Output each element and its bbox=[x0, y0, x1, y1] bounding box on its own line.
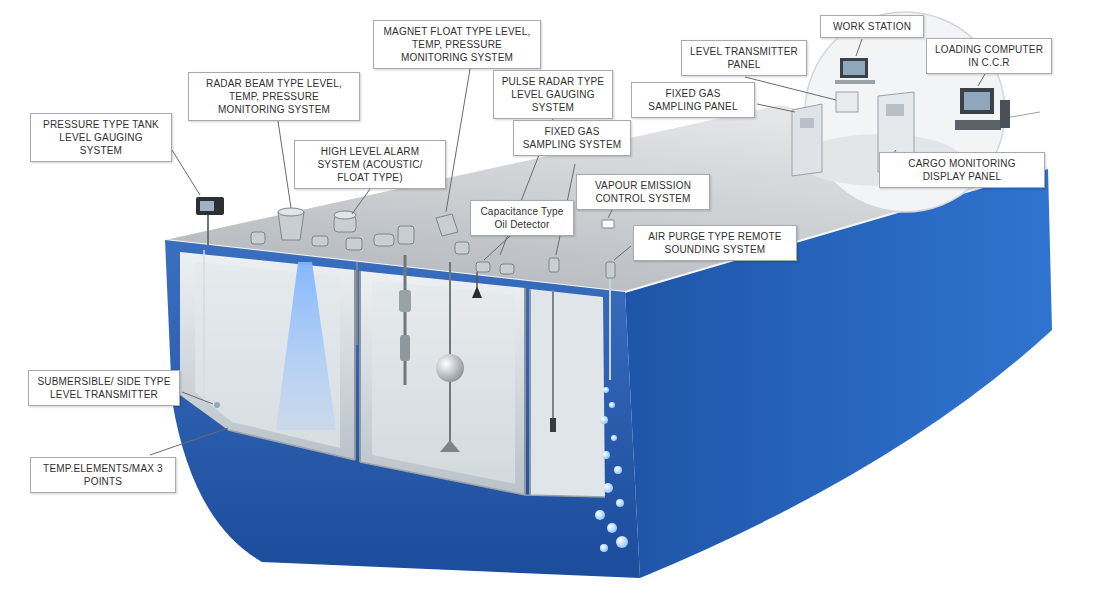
callout-box: LEVEL TRANSMITTER PANEL bbox=[681, 40, 807, 76]
float bbox=[399, 290, 411, 312]
callout-box: AIR PURGE TYPE REMOTE SOUNDING SYSTEM bbox=[633, 225, 797, 261]
callout-box: MAGNET FLOAT TYPE LEVEL, TEMP, PRESSURE … bbox=[373, 20, 541, 69]
callout-box: PULSE RADAR TYPE LEVEL GAUGING SYSTEM bbox=[493, 70, 613, 119]
sampling-pipe bbox=[552, 290, 554, 430]
callout-box: FIXED GAS SAMPLING SYSTEM bbox=[513, 120, 631, 156]
callout-label: HIGH LEVEL ALARM SYSTEM (ACOUSTIC/ FLOAT… bbox=[301, 145, 439, 184]
air-bubbles bbox=[595, 387, 628, 552]
callout-box: PRESSURE TYPE TANK LEVEL GAUGING SYSTEM bbox=[30, 113, 172, 162]
float-rod bbox=[404, 255, 407, 385]
gauge-pole bbox=[207, 215, 209, 245]
callout-label: AIR PURGE TYPE REMOTE SOUNDING SYSTEM bbox=[640, 230, 790, 256]
tank bbox=[360, 271, 525, 495]
tank bbox=[530, 289, 605, 497]
callout-label: PULSE RADAR TYPE LEVEL GAUGING SYSTEM bbox=[500, 75, 606, 114]
callout-label: VAPOUR EMISSION CONTROL SYSTEM bbox=[583, 179, 703, 205]
callout-label: WORK STATION bbox=[827, 20, 917, 33]
leader-lines bbox=[150, 39, 985, 455]
callout-label: SUBMERSIBLE/ SIDE TYPE LEVEL TRANSMITTER bbox=[35, 375, 173, 401]
callout-box: Capacitance Type Oil Detector bbox=[470, 200, 574, 236]
tank-back-wall bbox=[195, 262, 340, 448]
tank-back-wall bbox=[372, 280, 515, 484]
hull-section bbox=[165, 240, 640, 578]
purge-pipe bbox=[609, 278, 611, 380]
callout-label: Capacitance Type Oil Detector bbox=[477, 205, 567, 231]
sensor-cable bbox=[204, 250, 215, 402]
submersible-sensor bbox=[214, 402, 220, 408]
callout-label: FIXED GAS SAMPLING PANEL bbox=[638, 87, 748, 113]
tank-floor bbox=[228, 430, 605, 497]
float-ball bbox=[436, 354, 464, 382]
loading-computer bbox=[955, 88, 1010, 130]
callout-box: VAPOUR EMISSION CONTROL SYSTEM bbox=[576, 174, 710, 210]
callout-label: PRESSURE TYPE TANK LEVEL GAUGING SYSTEM bbox=[37, 118, 165, 157]
callout-box: SUBMERSIBLE/ SIDE TYPE LEVEL TRANSMITTER bbox=[28, 370, 180, 406]
callout-box: HIGH LEVEL ALARM SYSTEM (ACOUSTIC/ FLOAT… bbox=[294, 140, 446, 189]
network-line bbox=[1005, 112, 1040, 118]
callout-box: FIXED GAS SAMPLING PANEL bbox=[631, 82, 755, 118]
bulkhead bbox=[355, 270, 530, 495]
callout-label: TEMP.ELEMENTS/MAX 3 POINTS bbox=[37, 462, 169, 488]
radar-beam bbox=[276, 262, 336, 430]
callout-label: MAGNET FLOAT TYPE LEVEL, TEMP, PRESSURE … bbox=[380, 25, 534, 64]
callout-label: LEVEL TRANSMITTER PANEL bbox=[688, 45, 800, 71]
callout-label: FIXED GAS SAMPLING SYSTEM bbox=[520, 125, 624, 151]
pipe-end bbox=[550, 418, 556, 432]
detector-cable bbox=[476, 272, 478, 288]
tank bbox=[180, 252, 355, 460]
callout-box: RADAR BEAM TYPE LEVEL, TEMP, PRESSURE MO… bbox=[188, 72, 360, 121]
callout-box: LOADING COMPUTER IN C.C.R bbox=[926, 38, 1052, 74]
probe-rod bbox=[356, 262, 358, 345]
callout-label: CARGO MONITORING DISPLAY PANEL bbox=[886, 157, 1038, 183]
callout-box: TEMP.ELEMENTS/MAX 3 POINTS bbox=[30, 457, 176, 493]
callout-label: LOADING COMPUTER IN C.C.R bbox=[933, 43, 1045, 69]
callout-label: RADAR BEAM TYPE LEVEL, TEMP, PRESSURE MO… bbox=[195, 77, 353, 116]
gauge-display bbox=[196, 197, 224, 215]
gauge-screen bbox=[200, 201, 214, 211]
callout-box: WORK STATION bbox=[820, 15, 924, 38]
callout-box: CARGO MONITORING DISPLAY PANEL bbox=[879, 152, 1045, 188]
float-foot bbox=[440, 440, 460, 452]
float bbox=[400, 335, 410, 361]
